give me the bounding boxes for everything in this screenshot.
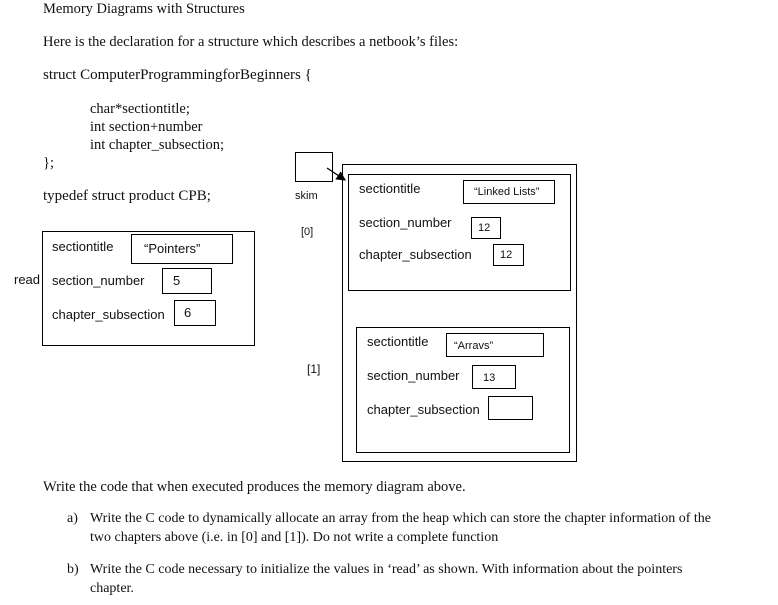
skim-index-1-label: [1]: [307, 362, 321, 376]
element0-section-number-value: 12: [471, 217, 501, 239]
read-section-number-label: section_number: [52, 273, 145, 288]
struct-member-1: char*sectiontitle;: [90, 101, 190, 117]
element0-sectiontitle-value: “Linked Lists”: [463, 180, 555, 204]
page-title: Memory Diagrams with Structures: [43, 1, 245, 17]
element0-sectiontitle-label: sectiontitle: [359, 181, 421, 196]
read-struct-box: sectiontitle “Pointers” section_number 5…: [42, 231, 255, 346]
task-instruction: Write the code that when executed produc…: [43, 479, 466, 495]
typedef-line: typedef struct product CPB;: [43, 188, 211, 204]
question-a-line-1: Write the C code to dynamically allocate…: [90, 511, 712, 526]
intro-text: Here is the declaration for a structure …: [43, 34, 459, 50]
element1-chapter-subsection-value: [488, 396, 533, 420]
skim-variable-label: skim: [295, 190, 318, 202]
element1-section-number-label: section_number: [367, 368, 460, 383]
question-a-line-2: two chapters above (i.e. in [0] and [1])…: [90, 530, 499, 545]
read-sectiontitle-value: “Pointers”: [131, 234, 233, 264]
skim-pointer-box: [295, 152, 333, 182]
skim-index-0-label: [0]: [301, 226, 314, 238]
read-sectiontitle-label: sectiontitle: [52, 239, 114, 254]
struct-member-2: int section+number: [90, 119, 203, 135]
element1-section-number-value: 13: [472, 365, 516, 389]
skim-element-0-box: sectiontitle “Linked Lists” section_numb…: [348, 174, 571, 291]
skim-element-1-box: sectiontitle “Arravs” section_number 13 …: [356, 327, 570, 453]
struct-close-line: };: [43, 155, 54, 171]
element1-chapter-subsection-label: chapter_subsection: [367, 402, 480, 417]
element1-sectiontitle-label: sectiontitle: [367, 334, 429, 349]
skim-array-box: sectiontitle “Linked Lists” section_numb…: [342, 164, 577, 462]
element0-chapter-subsection-label: chapter_subsection: [359, 247, 472, 262]
question-a-marker: a): [67, 511, 78, 526]
element0-section-number-label: section_number: [359, 215, 452, 230]
question-b-line-2: chapter.: [90, 581, 134, 596]
read-section-number-value: 5: [162, 268, 212, 294]
element1-sectiontitle-value: “Arravs”: [446, 333, 544, 357]
element0-chapter-subsection-value: 12: [493, 244, 524, 266]
question-b-marker: b): [67, 562, 79, 577]
struct-member-3: int chapter_subsection;: [90, 137, 225, 153]
read-chapter-subsection-value: 6: [174, 300, 216, 326]
question-b-line-1: Write the C code necessary to initialize…: [90, 562, 683, 577]
read-variable-label: read: [14, 272, 41, 287]
read-chapter-subsection-label: chapter_subsection: [52, 307, 165, 322]
struct-open-line: struct ComputerProgrammingforBeginners {: [43, 67, 312, 83]
